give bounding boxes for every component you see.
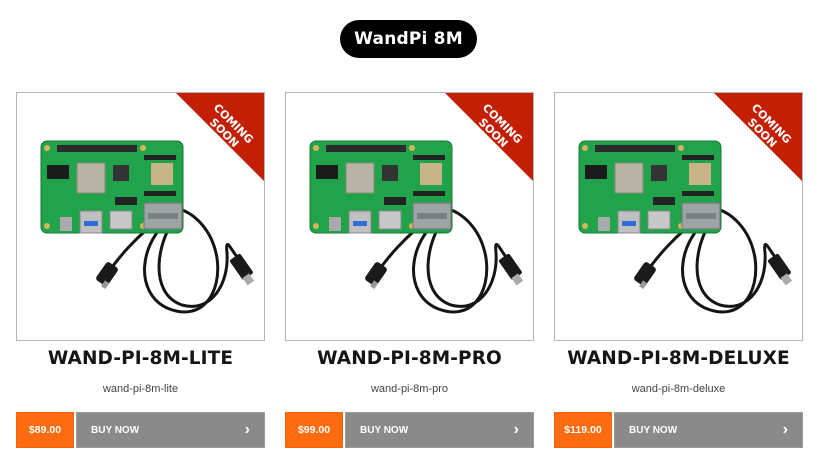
product-actions: $89.00 BUY NOW › xyxy=(16,412,265,448)
product-image-board-and-cable xyxy=(40,140,255,314)
price-button[interactable]: $119.00 xyxy=(554,412,612,448)
chevron-right-icon: › xyxy=(244,421,250,438)
product-image-board-and-cable xyxy=(309,140,524,314)
coming-soon-badge: COMING SOON xyxy=(445,93,533,181)
buy-now-label: BUY NOW xyxy=(91,424,140,436)
buy-now-button[interactable]: BUY NOW › xyxy=(345,412,534,448)
product-actions: $119.00 BUY NOW › xyxy=(554,412,803,448)
product-image-link[interactable]: COMING SOON xyxy=(285,92,534,341)
product-image-board-and-cable xyxy=(578,140,793,314)
product-slug: wand-pi-8m-deluxe xyxy=(631,383,726,395)
product-card-deluxe: COMING SOON WAND-PI-8M-DELUXE wand-pi-8m… xyxy=(554,92,803,448)
coming-soon-badge: COMING SOON xyxy=(714,93,802,181)
price-button[interactable]: $99.00 xyxy=(285,412,343,448)
product-slug: wand-pi-8m-pro xyxy=(370,383,449,395)
product-name[interactable]: WAND-PI-8M-LITE xyxy=(47,348,234,369)
product-image-link[interactable]: COMING SOON xyxy=(16,92,265,341)
chevron-right-icon: › xyxy=(782,421,788,438)
product-image-link[interactable]: COMING SOON xyxy=(554,92,803,341)
chevron-right-icon: › xyxy=(513,421,519,438)
product-actions: $99.00 BUY NOW › xyxy=(285,412,534,448)
product-name[interactable]: WAND-PI-8M-DELUXE xyxy=(567,348,790,369)
buy-now-label: BUY NOW xyxy=(629,424,678,436)
page-title: WandPi 8M xyxy=(340,20,477,58)
buy-now-button[interactable]: BUY NOW › xyxy=(76,412,265,448)
product-name[interactable]: WAND-PI-8M-PRO xyxy=(317,348,502,369)
buy-now-button[interactable]: BUY NOW › xyxy=(614,412,803,448)
coming-soon-badge: COMING SOON xyxy=(176,93,264,181)
product-card-pro: COMING SOON WAND-PI-8M-PRO wand-pi-8m-pr… xyxy=(285,92,534,448)
price-button[interactable]: $89.00 xyxy=(16,412,74,448)
product-card-lite: COMING SOON WAND-PI-8M-LITE wand-pi-8m-l… xyxy=(16,92,265,448)
product-slug: wand-pi-8m-lite xyxy=(102,383,179,395)
buy-now-label: BUY NOW xyxy=(360,424,409,436)
